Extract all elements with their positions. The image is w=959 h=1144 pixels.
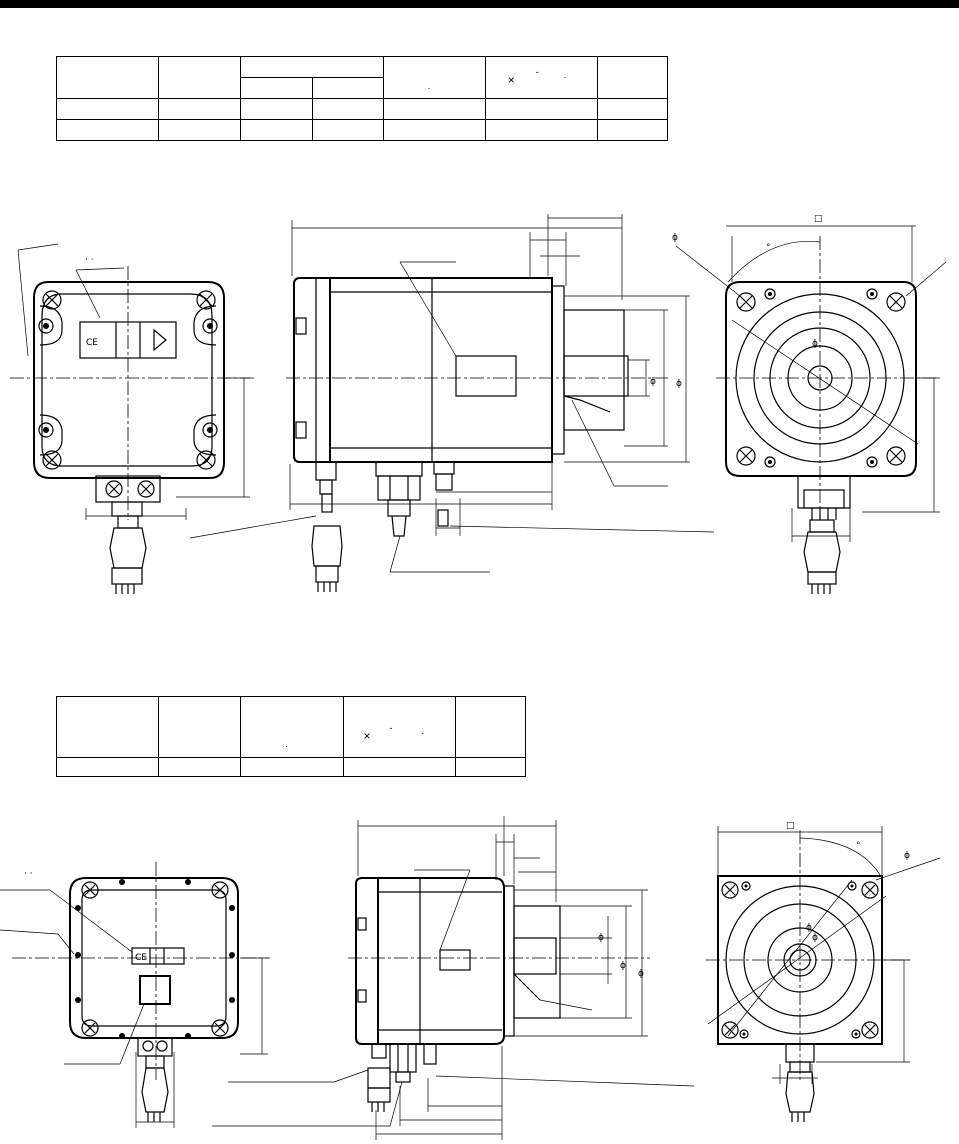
front-view-2-spigot-phi: ϕ (812, 933, 818, 943)
t2-header-inertia: . (240, 696, 344, 758)
t1-header-inertia: . (382, 56, 486, 99)
svg-text:CE: CE (86, 338, 98, 348)
t1-times-sign: × (507, 73, 515, 87)
side-view-1-shaft-phi: ϕ (650, 377, 656, 387)
t2-inertia-dot: . (285, 739, 288, 749)
table-row (55, 757, 527, 777)
t1-inertia-dot: . (427, 81, 431, 91)
front-view-2-square-mark: □ (786, 821, 795, 831)
t1-cell (382, 119, 486, 141)
t2-header-output (158, 696, 242, 758)
t1-dash-sign: - (535, 67, 539, 77)
t1-dot-sign: . (563, 70, 567, 80)
front-view-2-hole-phi: ϕ (904, 851, 910, 861)
front-view-1-pcd-phi: ϕ (812, 339, 818, 349)
front-view-1-hole-phi: ϕ (672, 233, 678, 243)
t2-cell (240, 757, 344, 777)
t1-header-mass: × - . (484, 56, 598, 99)
rear-view-2: CE · · (0, 862, 270, 1128)
t2-header-model (55, 696, 160, 758)
t1-cell (596, 119, 669, 141)
page-header-bar (0, 0, 959, 8)
table-row (56, 119, 669, 141)
rear-view-2-tiny-mark: · · (24, 869, 33, 879)
dimensions-table-1: . × - . (56, 56, 669, 141)
t2-header-weight (454, 696, 527, 758)
t2-dot-sign: . (421, 726, 425, 736)
svg-text:CE: CE (135, 953, 147, 963)
t2-header-mass: × - . (342, 696, 456, 758)
front-view-2-pcd-phi: ϕ (806, 923, 812, 933)
front-view-2: ϕ ϕ □ ° ϕ (706, 821, 941, 1122)
front-view-1: □ ° ϕ ϕ (672, 214, 947, 594)
side-view-2-flange-phi: ϕ (620, 961, 626, 971)
front-view-1-square-mark: □ (814, 214, 823, 224)
side-view-1: ϕ ϕ (189, 214, 715, 592)
side-view-1-flange-phi: ϕ (676, 379, 682, 389)
table-row (56, 98, 669, 120)
t2-times-sign: × (363, 729, 371, 743)
t2-cell (158, 757, 242, 777)
t2-cell (454, 757, 527, 777)
rear-view-1: CE · · (10, 243, 255, 594)
side-view-2: ϕ ϕ ϕ (212, 816, 695, 1140)
t2-dash-sign: - (389, 723, 393, 733)
front-view-2-angle-mark: ° (856, 841, 861, 851)
front-view-1-angle-mark: ° (766, 243, 771, 253)
t1-cell (312, 119, 384, 141)
rear-view-1-tiny-mark: · · (85, 255, 94, 265)
dimensions-table-2: . × - . (55, 696, 527, 777)
side-view-2-shaft-phi: ϕ (598, 933, 604, 943)
side-view-2-body-phi: ϕ (638, 969, 644, 979)
